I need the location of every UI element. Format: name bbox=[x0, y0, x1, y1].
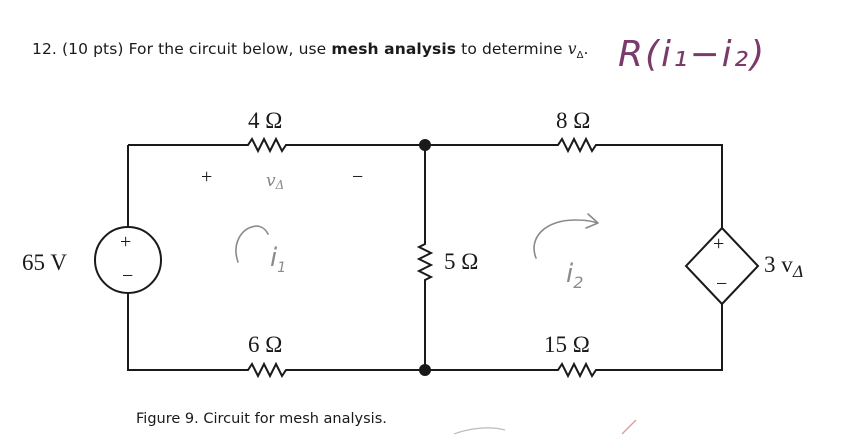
voltage-source-65v: + − bbox=[94, 226, 162, 294]
dep-plus-sign: + bbox=[713, 233, 724, 255]
node-top bbox=[419, 139, 431, 151]
label-5ohm: 5 Ω bbox=[444, 249, 478, 274]
mesh1-arc-icon bbox=[235, 225, 269, 263]
mesh2-i: i bbox=[566, 259, 574, 289]
question-number: 12. bbox=[32, 40, 57, 58]
wire-left-bottom bbox=[127, 293, 240, 371]
vdelta-plus: + bbox=[201, 166, 212, 188]
question-variable: v bbox=[567, 40, 577, 58]
resistor-6ohm bbox=[240, 361, 295, 379]
vdelta-v: v bbox=[266, 171, 276, 191]
source-voltage-label: 65 V bbox=[22, 250, 67, 275]
question-points: (10 pts) bbox=[61, 40, 124, 58]
source-minus-sign: − bbox=[122, 265, 133, 287]
stray-check-mark bbox=[621, 419, 637, 435]
question-variable-sub: Δ bbox=[576, 50, 584, 62]
resistor-8ohm bbox=[552, 136, 603, 154]
mesh2-annotation: i2 bbox=[533, 213, 599, 292]
mesh1-i: i bbox=[270, 243, 278, 273]
dep-source-coeff: 3 v bbox=[764, 252, 793, 277]
label-15ohm: 15 Ω bbox=[544, 332, 590, 357]
label-8ohm: 8 Ω bbox=[556, 108, 590, 133]
mesh1-sub: 1 bbox=[277, 260, 286, 276]
mesh2-arrowhead-icon bbox=[585, 213, 599, 229]
label-6ohm: 6 Ω bbox=[248, 332, 282, 357]
question-prefix: For the circuit below, use bbox=[128, 40, 327, 58]
label-4ohm: 4 Ω bbox=[248, 108, 282, 133]
figure-caption: Figure 9. Circuit for mesh analysis. bbox=[136, 411, 387, 427]
dep-source-sub: Δ bbox=[792, 262, 805, 281]
mesh1-label: i1 bbox=[270, 243, 286, 276]
question-suffix: to determine bbox=[461, 40, 563, 58]
question-text: 12. (10 pts) For the circuit below, use … bbox=[32, 40, 589, 61]
question-bold-method: mesh analysis bbox=[331, 40, 457, 58]
dependent-voltage-source: + − bbox=[684, 226, 760, 306]
wire-bottom-right bbox=[603, 304, 723, 371]
vdelta-label: vΔ bbox=[266, 171, 284, 192]
handwritten-annotation: R(i₁−i₂) bbox=[618, 34, 766, 75]
question-end: . bbox=[583, 40, 589, 58]
mesh2-arc-icon bbox=[533, 219, 598, 259]
source-plus-sign: + bbox=[120, 231, 131, 253]
stray-mark-bottom bbox=[453, 427, 506, 435]
wire-top-right bbox=[603, 144, 723, 228]
vdelta-minus: − bbox=[352, 166, 363, 188]
resistor-15ohm bbox=[552, 361, 603, 379]
dep-minus-sign: − bbox=[716, 273, 727, 295]
resistor-4ohm bbox=[240, 136, 295, 154]
mesh2-label: i2 bbox=[566, 259, 583, 292]
node-bottom bbox=[419, 364, 431, 376]
mesh1-annotation: i1 bbox=[235, 225, 286, 276]
resistor-5ohm bbox=[416, 240, 434, 282]
mesh2-sub: 2 bbox=[573, 273, 583, 292]
vdelta-sub: Δ bbox=[275, 178, 285, 192]
handwritten-annotation-text: R(i₁−i₂) bbox=[618, 34, 766, 75]
dependent-source-label: 3 vΔ bbox=[764, 252, 804, 281]
